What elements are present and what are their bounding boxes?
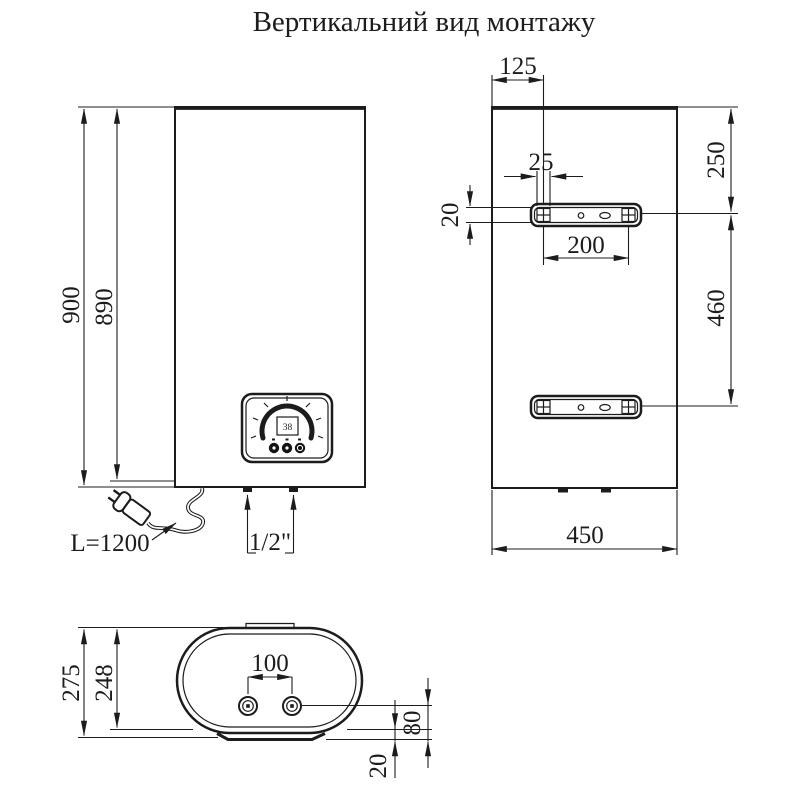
dim-depth-overall: 275 [58, 626, 247, 739]
dim-bracket-spacing: 460 [641, 214, 738, 407]
gauge-scale-marks [250, 396, 324, 439]
cable-core [147, 487, 204, 533]
dim-pipe-axis-to-bottom: 80 [399, 678, 432, 768]
control-panel: 38 [240, 392, 334, 464]
dim-body-height: 890 [91, 108, 175, 482]
dim-900-label: 900 [58, 286, 85, 324]
dim-overall-height: 900 [58, 106, 175, 488]
back-view: 125 25 20 200 250 [437, 53, 738, 555]
bottom-view: 100 80 20 275 248 [58, 622, 432, 779]
dim-80-label: 80 [399, 711, 426, 736]
dim-l1200-label: L=1200 [70, 530, 149, 557]
cable-outer [146, 487, 205, 534]
control-buttons[interactable] [268, 442, 306, 454]
dim-20-clearance-label: 20 [365, 754, 392, 779]
pipe-outlet-left [238, 696, 258, 716]
dim-200-label: 200 [567, 232, 605, 259]
page-title: Вертикальний вид монтажу [253, 6, 596, 38]
dim-25-label: 25 [529, 149, 554, 176]
tank-front-outline [174, 106, 366, 488]
dim-clearance: 20 [365, 700, 399, 779]
dim-pipe-spacing: 100 [247, 650, 293, 694]
dim-pipe-connection: 1/2" [244, 494, 297, 556]
dim-cable-length: L=1200 [70, 522, 177, 557]
dim-450-label: 450 [566, 522, 604, 549]
dim-slot-height: 20 [437, 185, 531, 245]
dim-248-label: 248 [91, 664, 118, 702]
dim-width: 450 [491, 490, 678, 555]
power-plug [107, 489, 152, 526]
mounting-bracket-bottom [529, 394, 643, 420]
dim-top-to-bracket: 250 [641, 106, 738, 215]
front-view: 38 900 890 [58, 106, 366, 557]
dim-100-label: 100 [251, 650, 289, 677]
temperature-display [276, 416, 299, 436]
dim-460-label: 460 [703, 289, 730, 327]
temperature-gauge-arc [259, 403, 315, 441]
back-stub-left [558, 488, 568, 493]
dim-125-label: 125 [499, 53, 537, 80]
mounting-bracket-top [529, 202, 643, 228]
dim-half-inch-label: 1/2" [249, 529, 291, 556]
control-panel-frame [240, 392, 334, 464]
dim-250-label: 250 [703, 141, 730, 179]
power-cable [107, 487, 205, 534]
temperature-display-value: 38 [283, 423, 293, 433]
dim-275-label: 275 [58, 664, 85, 702]
button-plus[interactable] [294, 442, 306, 454]
body-outline-inner [182, 633, 357, 728]
dim-bracket-offset: 125 [491, 53, 545, 203]
pipe-stub-left [243, 487, 252, 492]
pipe-stub-right [289, 487, 298, 492]
body-outline-outer [175, 626, 364, 735]
button-marks [272, 438, 301, 441]
pipe-outlet-right [282, 696, 302, 716]
dim-slot-width: 25 [504, 149, 583, 206]
back-stub-right [601, 488, 611, 493]
foot [216, 732, 326, 741]
dim-hole-spacing: 200 [542, 227, 630, 265]
plug-body [121, 498, 152, 526]
top-plate [245, 622, 295, 628]
tank-back-outline [491, 106, 678, 489]
dim-body-depth: 248 [91, 628, 193, 731]
dim-20-label: 20 [437, 203, 464, 228]
dim-890-label: 890 [91, 288, 118, 326]
